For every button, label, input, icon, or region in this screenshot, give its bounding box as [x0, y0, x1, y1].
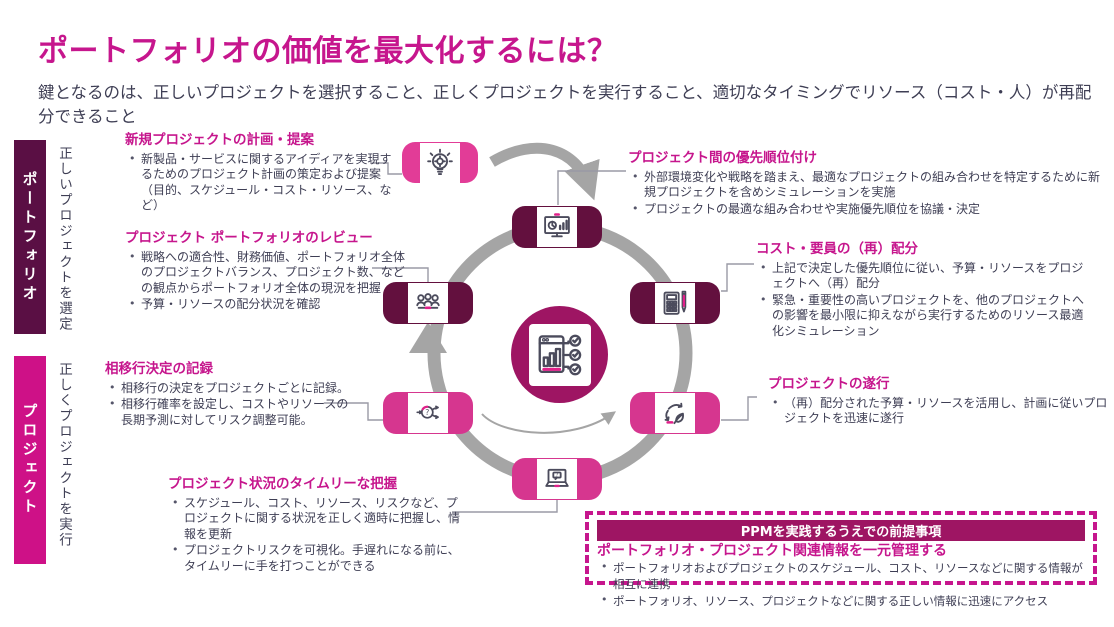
- block-title-priority: プロジェクト間の優先順位付け: [628, 150, 817, 166]
- block-title-plan: 新規プロジェクトの計画・提案: [125, 132, 314, 148]
- bullet-list: 新製品・サービスに関するアイディアを実現するためのプロジェクト計画の策定および提…: [125, 152, 397, 214]
- recycle-leaf-icon: [655, 393, 695, 433]
- bullet-item: 外部環境変化や戦略を踏まえ、最適なプロジェクトの組み合わせを特定するために新規プ…: [632, 170, 1106, 201]
- cycle-node-execution: [630, 392, 720, 434]
- leader-lines: [324, 162, 757, 513]
- decision-question-icon: ?: [408, 393, 448, 433]
- cycle-node-priority: [512, 206, 602, 248]
- bullet-list: 相移行の決定をプロジェクトごとに記録。 相移行確率を設定し、コストやリソースの長…: [105, 381, 355, 429]
- bullet-list: 戦略への適合性、財務価値、ポートフォリオ全体のプロジェクトバランス、プロジェクト…: [125, 250, 407, 313]
- block-title-allocation: コスト・要員の（再）配分: [756, 241, 918, 257]
- bullet-item: プロジェクトリスクを可視化。手遅れになる前に、タイムリーに手を打つことができる: [172, 543, 468, 574]
- block-title-phase: 相移行決定の記録: [105, 361, 213, 377]
- idea-to-priority-arrow: [489, 142, 600, 201]
- block-title-status: プロジェクト状況のタイムリーな把握: [168, 476, 398, 492]
- cycle-node-allocation: [630, 282, 720, 324]
- bullet-item: 相移行の決定をプロジェクトごとに記録。: [109, 381, 355, 397]
- portfolio-bar-label: ポートフォリオ: [20, 170, 39, 304]
- block-timely-status: プロジェクト状況のタイムリーな把握 スケジュール、コスト、リソース、リスクなど、…: [168, 476, 468, 576]
- bullet-item: 緊急・重要性の高いプロジェクトを、他のプロジェクトへの影響を最小限に抑えながら実…: [760, 293, 1094, 340]
- bullet-list: （再）配分された予算・リソースを活用し、計画に従いプロジェクトを迅速に遂行: [768, 396, 1108, 427]
- block-project-execution: プロジェクトの遂行 （再）配分された予算・リソースを活用し、計画に従いプロジェク…: [768, 376, 1108, 428]
- bullet-item: ポートフォリオおよびプロジェクトのスケジュール、コスト、リソースなどに関する情報…: [601, 560, 1085, 592]
- block-cost-allocation: コスト・要員の（再）配分 上記で決定した優先順位に従い、予算・リソースをプロジェ…: [756, 241, 1094, 341]
- cycle-node-status: ?: [512, 458, 602, 500]
- block-new-project-plan: 新規プロジェクトの計画・提案 新製品・サービスに関するアイディアを実現するための…: [125, 132, 397, 215]
- ppm-box-header: PPMを実践するうえでの前提事項: [597, 520, 1085, 541]
- block-portfolio-review: プロジェクト ポートフォリオのレビュー 戦略への適合性、財務価値、ポートフォリオ…: [125, 230, 407, 314]
- block-phase-decision: 相移行決定の記録 相移行の決定をプロジェクトごとに記録。 相移行確率を設定し、コ…: [105, 361, 355, 429]
- page-subtitle: 鍵となるのは、正しいプロジェクトを選択すること、正しくプロジェクトを実行すること…: [38, 83, 1092, 126]
- checklist-dashboard-icon: [528, 323, 591, 386]
- cycle-center-badge: [511, 306, 608, 403]
- lightbulb-gear-icon: [420, 142, 460, 183]
- bullet-item: 戦略への適合性、財務価値、ポートフォリオ全体のプロジェクトバランス、プロジェクト…: [129, 250, 407, 297]
- ppm-box-subheader: ポートフォリオ・プロジェクト関連情報を一元管理する: [597, 543, 947, 559]
- project-bar-label: プロジェクト: [20, 403, 39, 517]
- block-prioritization: プロジェクト間の優先順位付け 外部環境変化や戦略を踏まえ、最適なプロジェクトの組…: [628, 150, 1106, 218]
- inner-right-arrow: [481, 411, 617, 434]
- people-meeting-icon: [408, 283, 448, 323]
- bullet-list: スケジュール、コスト、リソース、リスクなど、プロジェクトに関する状況を正しく適時…: [168, 496, 468, 575]
- svg-text:?: ?: [556, 472, 559, 478]
- bullet-item: （再）配分された予算・リソースを活用し、計画に従いプロジェクトを迅速に遂行: [772, 396, 1108, 427]
- cycle-node-idea: [402, 142, 478, 183]
- bullet-item: スケジュール、コスト、リソース、リスクなど、プロジェクトに関する状況を正しく適時…: [172, 496, 468, 543]
- bullet-item: 新製品・サービスに関するアイディアを実現するためのプロジェクト計画の策定および提…: [129, 152, 397, 214]
- monitor-chart-icon: [537, 207, 577, 247]
- ring-up-arrowhead: [409, 322, 447, 353]
- bullet-item: プロジェクトの最適な組み合わせや実施優先順位を協議・決定: [632, 202, 1106, 218]
- page-title: ポートフォリオの価値を最大化するには？: [38, 34, 618, 69]
- block-title-review: プロジェクト ポートフォリオのレビュー: [125, 230, 373, 246]
- bullet-item: 相移行確率を設定し、コストやリソースの長期予測に対してリスク調整可能。: [109, 397, 355, 428]
- svg-text:?: ?: [425, 408, 429, 417]
- bullet-list: ポートフォリオおよびプロジェクトのスケジュール、コスト、リソースなどに関する情報…: [597, 560, 1085, 609]
- project-bar-caption: 正しくプロジェクトを実行: [56, 362, 72, 548]
- laptop-chat-icon: ?: [537, 459, 577, 499]
- bullet-item: 予算・リソースの配分状況を確認: [129, 297, 407, 313]
- bullet-item: ポートフォリオ、リソース、プロジェクトなどに関する正しい情報に迅速にアクセス: [601, 593, 1085, 609]
- bullet-item: 上記で決定した優先順位に従い、予算・リソースをプロジェクトへ（再）配分: [760, 261, 1094, 292]
- bullet-list: 上記で決定した優先順位に従い、予算・リソースをプロジェクトへ（再）配分 緊急・重…: [756, 261, 1094, 340]
- sidebar-project-bar: プロジェクト: [14, 356, 46, 564]
- cycle-node-phase: ?: [383, 392, 473, 434]
- portfolio-bar-caption: 正しいプロジェクトを選定: [56, 146, 72, 332]
- ppm-prerequisites-box: PPMを実践するうえでの前提事項 ポートフォリオ・プロジェクト関連情報を一元管理…: [585, 511, 1097, 608]
- sidebar-portfolio-bar: ポートフォリオ: [14, 140, 46, 334]
- calculator-pencil-icon: [655, 283, 695, 323]
- bullet-list: 外部環境変化や戦略を踏まえ、最適なプロジェクトの組み合わせを特定するために新規プ…: [628, 170, 1106, 218]
- block-title-execution: プロジェクトの遂行: [768, 376, 890, 392]
